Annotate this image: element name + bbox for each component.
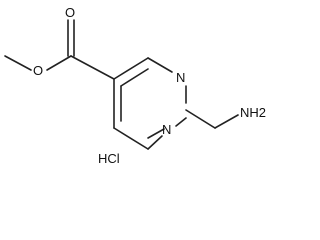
atom-amine: NH2 bbox=[240, 105, 266, 120]
bond-ring-c4-n3 bbox=[147, 57, 173, 73]
atom-ester-o-ether: O bbox=[33, 63, 43, 78]
bond-carbonyl-ring bbox=[70, 55, 115, 80]
bond-ring-c5-c4 bbox=[113, 57, 149, 80]
bond-ch2-nh2 bbox=[214, 114, 239, 129]
bond-methyl-o bbox=[4, 55, 32, 71]
atom-ring-n-bottom: N bbox=[162, 122, 171, 137]
atom-ring-n-top: N bbox=[176, 70, 185, 85]
bond-ring-c6-c5 bbox=[113, 127, 149, 150]
atom-ester-o-carbonyl: O bbox=[65, 5, 75, 20]
bond-ring-inner-c bbox=[147, 128, 165, 139]
bond-c2-ch2 bbox=[185, 109, 216, 129]
bond-ring-n1-c6 bbox=[147, 135, 163, 150]
bond-ring-inner-a bbox=[120, 68, 149, 87]
bond-o-carbonyl-c bbox=[46, 55, 72, 71]
bond-ring-c2-n1 bbox=[175, 117, 187, 127]
chemical-structure: O O N N NH2 HCl bbox=[4, 5, 266, 166]
salt-label: HCl bbox=[98, 151, 120, 166]
